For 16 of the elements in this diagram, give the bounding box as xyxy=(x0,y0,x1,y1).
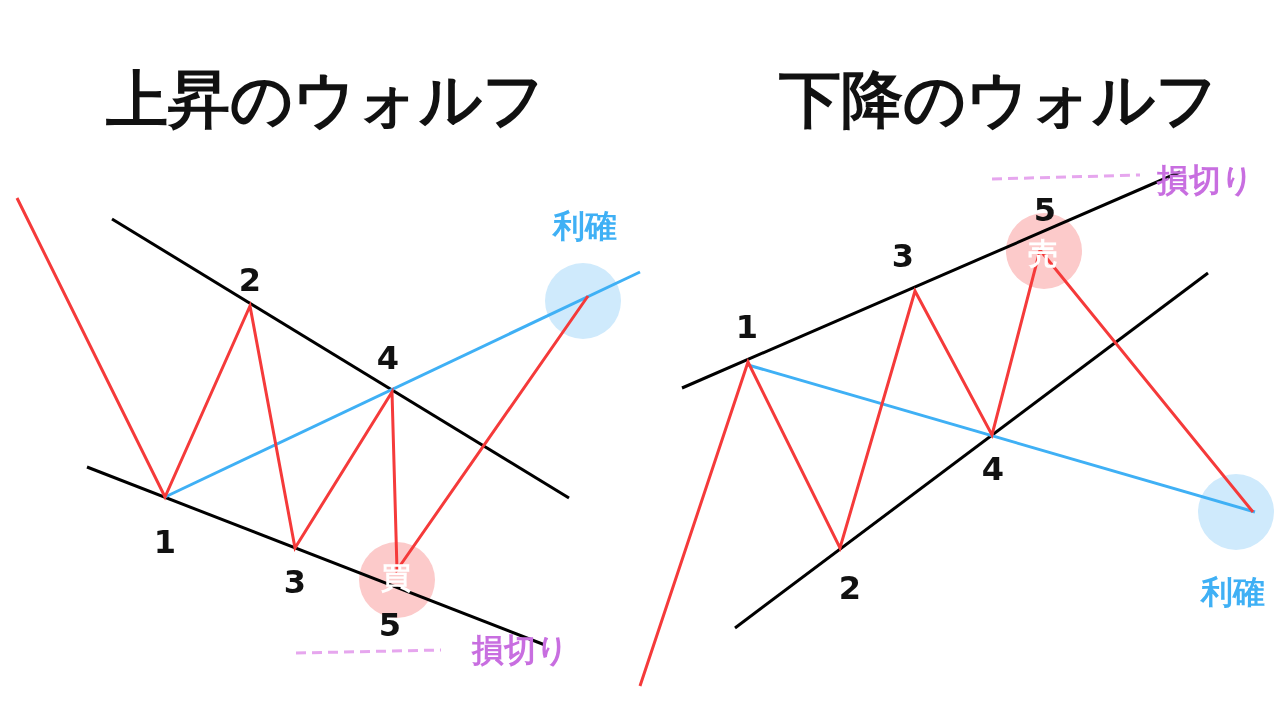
point-number: 1 xyxy=(153,526,177,558)
point-number: 5 xyxy=(378,609,402,641)
point-number: 2 xyxy=(838,572,862,604)
chart-title: 下降のウォルフ xyxy=(778,69,1218,131)
entry-label: 買 xyxy=(381,563,411,593)
point-number: 5 xyxy=(1033,194,1057,226)
point-number: 4 xyxy=(376,342,400,374)
chart-title: 上昇のウォルフ xyxy=(105,69,545,131)
point-number: 1 xyxy=(735,311,759,343)
stop-loss-label: 損切り xyxy=(471,634,569,666)
take-profit-label: 利確 xyxy=(553,210,617,242)
point-number: 3 xyxy=(283,566,307,598)
take-profit-label: 利確 xyxy=(1201,576,1265,608)
point-number: 4 xyxy=(981,453,1005,485)
point-number: 3 xyxy=(891,240,915,272)
point-number: 2 xyxy=(238,264,262,296)
